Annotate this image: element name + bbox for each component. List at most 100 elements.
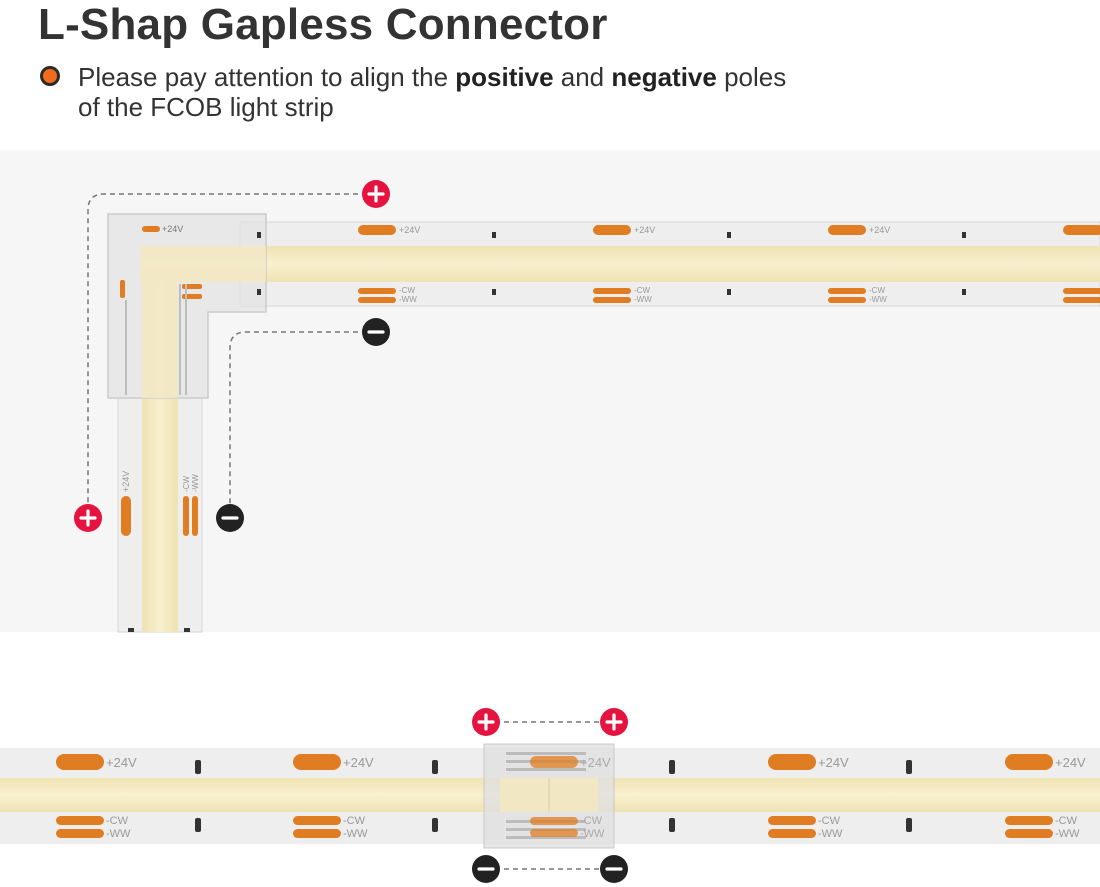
strip-label-positive: +24V	[121, 471, 131, 492]
strip-label-ww: -WW	[191, 474, 200, 492]
strip-label-positive: +24V	[1055, 755, 1086, 770]
strip-label-cw: -CW	[106, 815, 129, 827]
solder-pad-positive	[1063, 225, 1100, 235]
connector-label-positive: +24V	[162, 224, 183, 234]
solder-pad-cw	[1005, 816, 1053, 825]
solder-pad-ww	[358, 297, 396, 303]
strip-label-positive: +24V	[343, 755, 374, 770]
solder-pad-positive	[121, 496, 131, 536]
horizontal-cob-light	[140, 246, 1100, 282]
strip-label-cw: -CW	[182, 476, 191, 492]
strip-label-positive: +24V	[106, 755, 137, 770]
strip-label-cw: -CW	[869, 286, 885, 295]
resistor	[906, 760, 912, 774]
resistor	[669, 760, 675, 774]
solder-pad-positive	[293, 754, 341, 770]
straight-connector: +24V -CW -WW	[483, 743, 615, 849]
connector-contact	[506, 768, 586, 771]
resistor	[906, 818, 912, 832]
note-text-pre: Please pay attention to align the	[78, 62, 456, 92]
strip-label-positive: +24V	[869, 225, 890, 235]
strip-label-cw: -CW	[818, 815, 841, 827]
bullet-dot-icon	[40, 66, 60, 86]
negative-marker-icon	[472, 855, 500, 883]
strip-label-ww: -WW	[818, 828, 843, 840]
solder-pad-positive	[56, 754, 104, 770]
l-connector-inner-light-v	[142, 282, 178, 398]
strip-label-ww: -WW	[1055, 828, 1080, 840]
resistor	[432, 760, 438, 774]
resistor	[492, 289, 496, 295]
strip-label-positive: +24V	[818, 755, 849, 770]
negative-marker-icon	[600, 855, 628, 883]
solder-pad-ww	[293, 829, 341, 838]
resistor	[669, 818, 675, 832]
negative-marker-icon	[216, 504, 244, 532]
solder-pad-ww	[828, 297, 866, 303]
strip-label-ww: -WW	[106, 828, 131, 840]
solder-pad-positive	[828, 225, 866, 235]
note-text-post: poles	[716, 62, 787, 92]
horizontal-pads: +24V -CW -WW +24V -CW -WW +24V -CW -WW	[257, 225, 1100, 304]
resistor	[257, 232, 261, 238]
resistor	[128, 628, 134, 632]
solder-pad-ww	[192, 496, 198, 536]
resistor	[492, 232, 496, 238]
solder-pad-positive	[358, 225, 396, 235]
solder-pad-cw	[358, 288, 396, 294]
connector-pad	[530, 756, 578, 768]
resistor	[962, 232, 966, 238]
resistor	[962, 289, 966, 295]
positive-marker-icon	[74, 504, 102, 532]
l-shape-assembly: +24V +24V -CW -WW +24V -CW -WW +24V -CW …	[74, 180, 1100, 633]
l-connector-pad	[142, 226, 160, 232]
note-line-2: of the FCOB light strip	[78, 92, 334, 122]
positive-marker-icon	[600, 708, 628, 736]
resistor	[432, 818, 438, 832]
solder-pad-ww	[56, 829, 104, 838]
connector-pad	[530, 829, 578, 837]
solder-pad-positive	[593, 225, 631, 235]
strip-label-cw: -CW	[1055, 815, 1078, 827]
resistor	[727, 289, 731, 295]
solder-pad-positive	[1005, 754, 1053, 770]
resistor	[195, 760, 201, 774]
l-connector-pad	[120, 280, 125, 298]
positive-marker-icon	[472, 708, 500, 736]
connector-label-positive: +24V	[580, 755, 611, 770]
l-connector-inner-light	[140, 246, 266, 282]
strip-label-cw: -CW	[634, 286, 650, 295]
strip-label-ww: -WW	[343, 828, 368, 840]
resistor	[257, 289, 261, 295]
negative-guide-line	[229, 331, 376, 518]
bottom-pads: +24V -CW -WW +24V -CW -WW +24V -CW -WW +…	[56, 754, 1086, 840]
note-line-1: Please pay attention to align the positi…	[78, 62, 786, 92]
note-positive-word: positive	[455, 62, 554, 92]
note-negative-word: negative	[611, 62, 717, 92]
solder-pad-ww	[1005, 829, 1053, 838]
connector-contact	[506, 836, 586, 839]
connector-pad	[530, 817, 578, 825]
strip-label-ww: -WW	[869, 295, 887, 304]
negative-marker-icon	[362, 318, 390, 346]
solder-pad-ww	[593, 297, 631, 303]
resistor	[195, 818, 201, 832]
strip-label-cw: -CW	[399, 286, 415, 295]
straight-strip-assembly: +24V -CW -WW +24V -CW -WW +24V -CW -WW +…	[0, 708, 1100, 883]
note-text-mid: and	[553, 62, 612, 92]
solder-pad-ww	[768, 829, 816, 838]
resistor	[727, 232, 731, 238]
strip-label-positive: +24V	[399, 225, 420, 235]
solder-pad-cw	[828, 288, 866, 294]
strip-label-cw: -CW	[343, 815, 366, 827]
solder-pad-cw	[593, 288, 631, 294]
strip-label-ww: -WW	[634, 295, 652, 304]
solder-pad-cw	[293, 816, 341, 825]
solder-pad-cw	[183, 496, 189, 536]
solder-pad-ww	[1063, 297, 1100, 303]
strip-label-positive: +24V	[634, 225, 655, 235]
page-title: L-Shap Gapless Connector	[38, 0, 608, 49]
connector-label-cw: -CW	[580, 815, 603, 827]
positive-guide-line	[87, 193, 376, 518]
